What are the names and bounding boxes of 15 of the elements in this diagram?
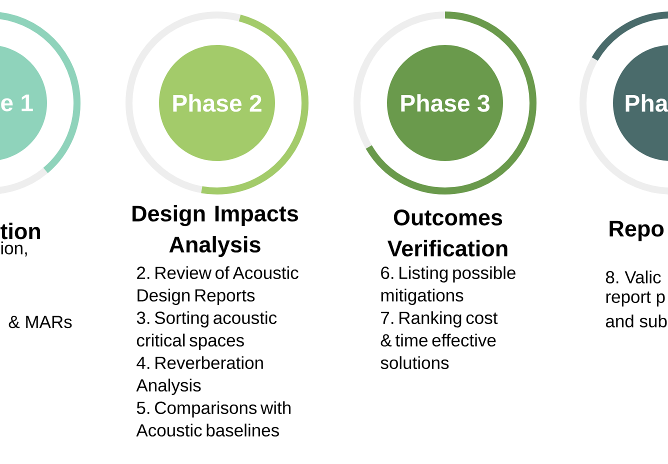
phase-heading: Outcomes Verification — [388, 210, 508, 256]
step-list: 2. Review of Acoustic Design Reports 3. Sorting acoustic critical spaces 4. Reverberation Analysis 5. Comparisons with Acoustic baselines — [136, 266, 298, 437]
step-text: ion, — [1, 242, 27, 256]
node-label: 4. Reverberation Analysis — [136, 356, 263, 396]
step-text: report p — [606, 292, 665, 306]
phase-heading: tion — [0, 222, 40, 240]
step-text: and sub — [606, 314, 667, 328]
phase-heading: Design Impacts Analysis — [132, 205, 298, 257]
phase-heading: Repo — [610, 220, 664, 242]
node-label: 5. Comparisons with Acoustic baselines — [136, 401, 291, 437]
step-list: 6. Listing possible mitigations 7. Ranking cost & time effective solutions — [380, 266, 516, 370]
node-label: 3. Sorting acoustic critical spaces — [136, 311, 277, 350]
node-label: 2. Review of Acoustic Design Reports — [137, 266, 298, 306]
step-text: 8. Valic — [606, 270, 661, 284]
step-text: & MARs — [8, 316, 72, 328]
